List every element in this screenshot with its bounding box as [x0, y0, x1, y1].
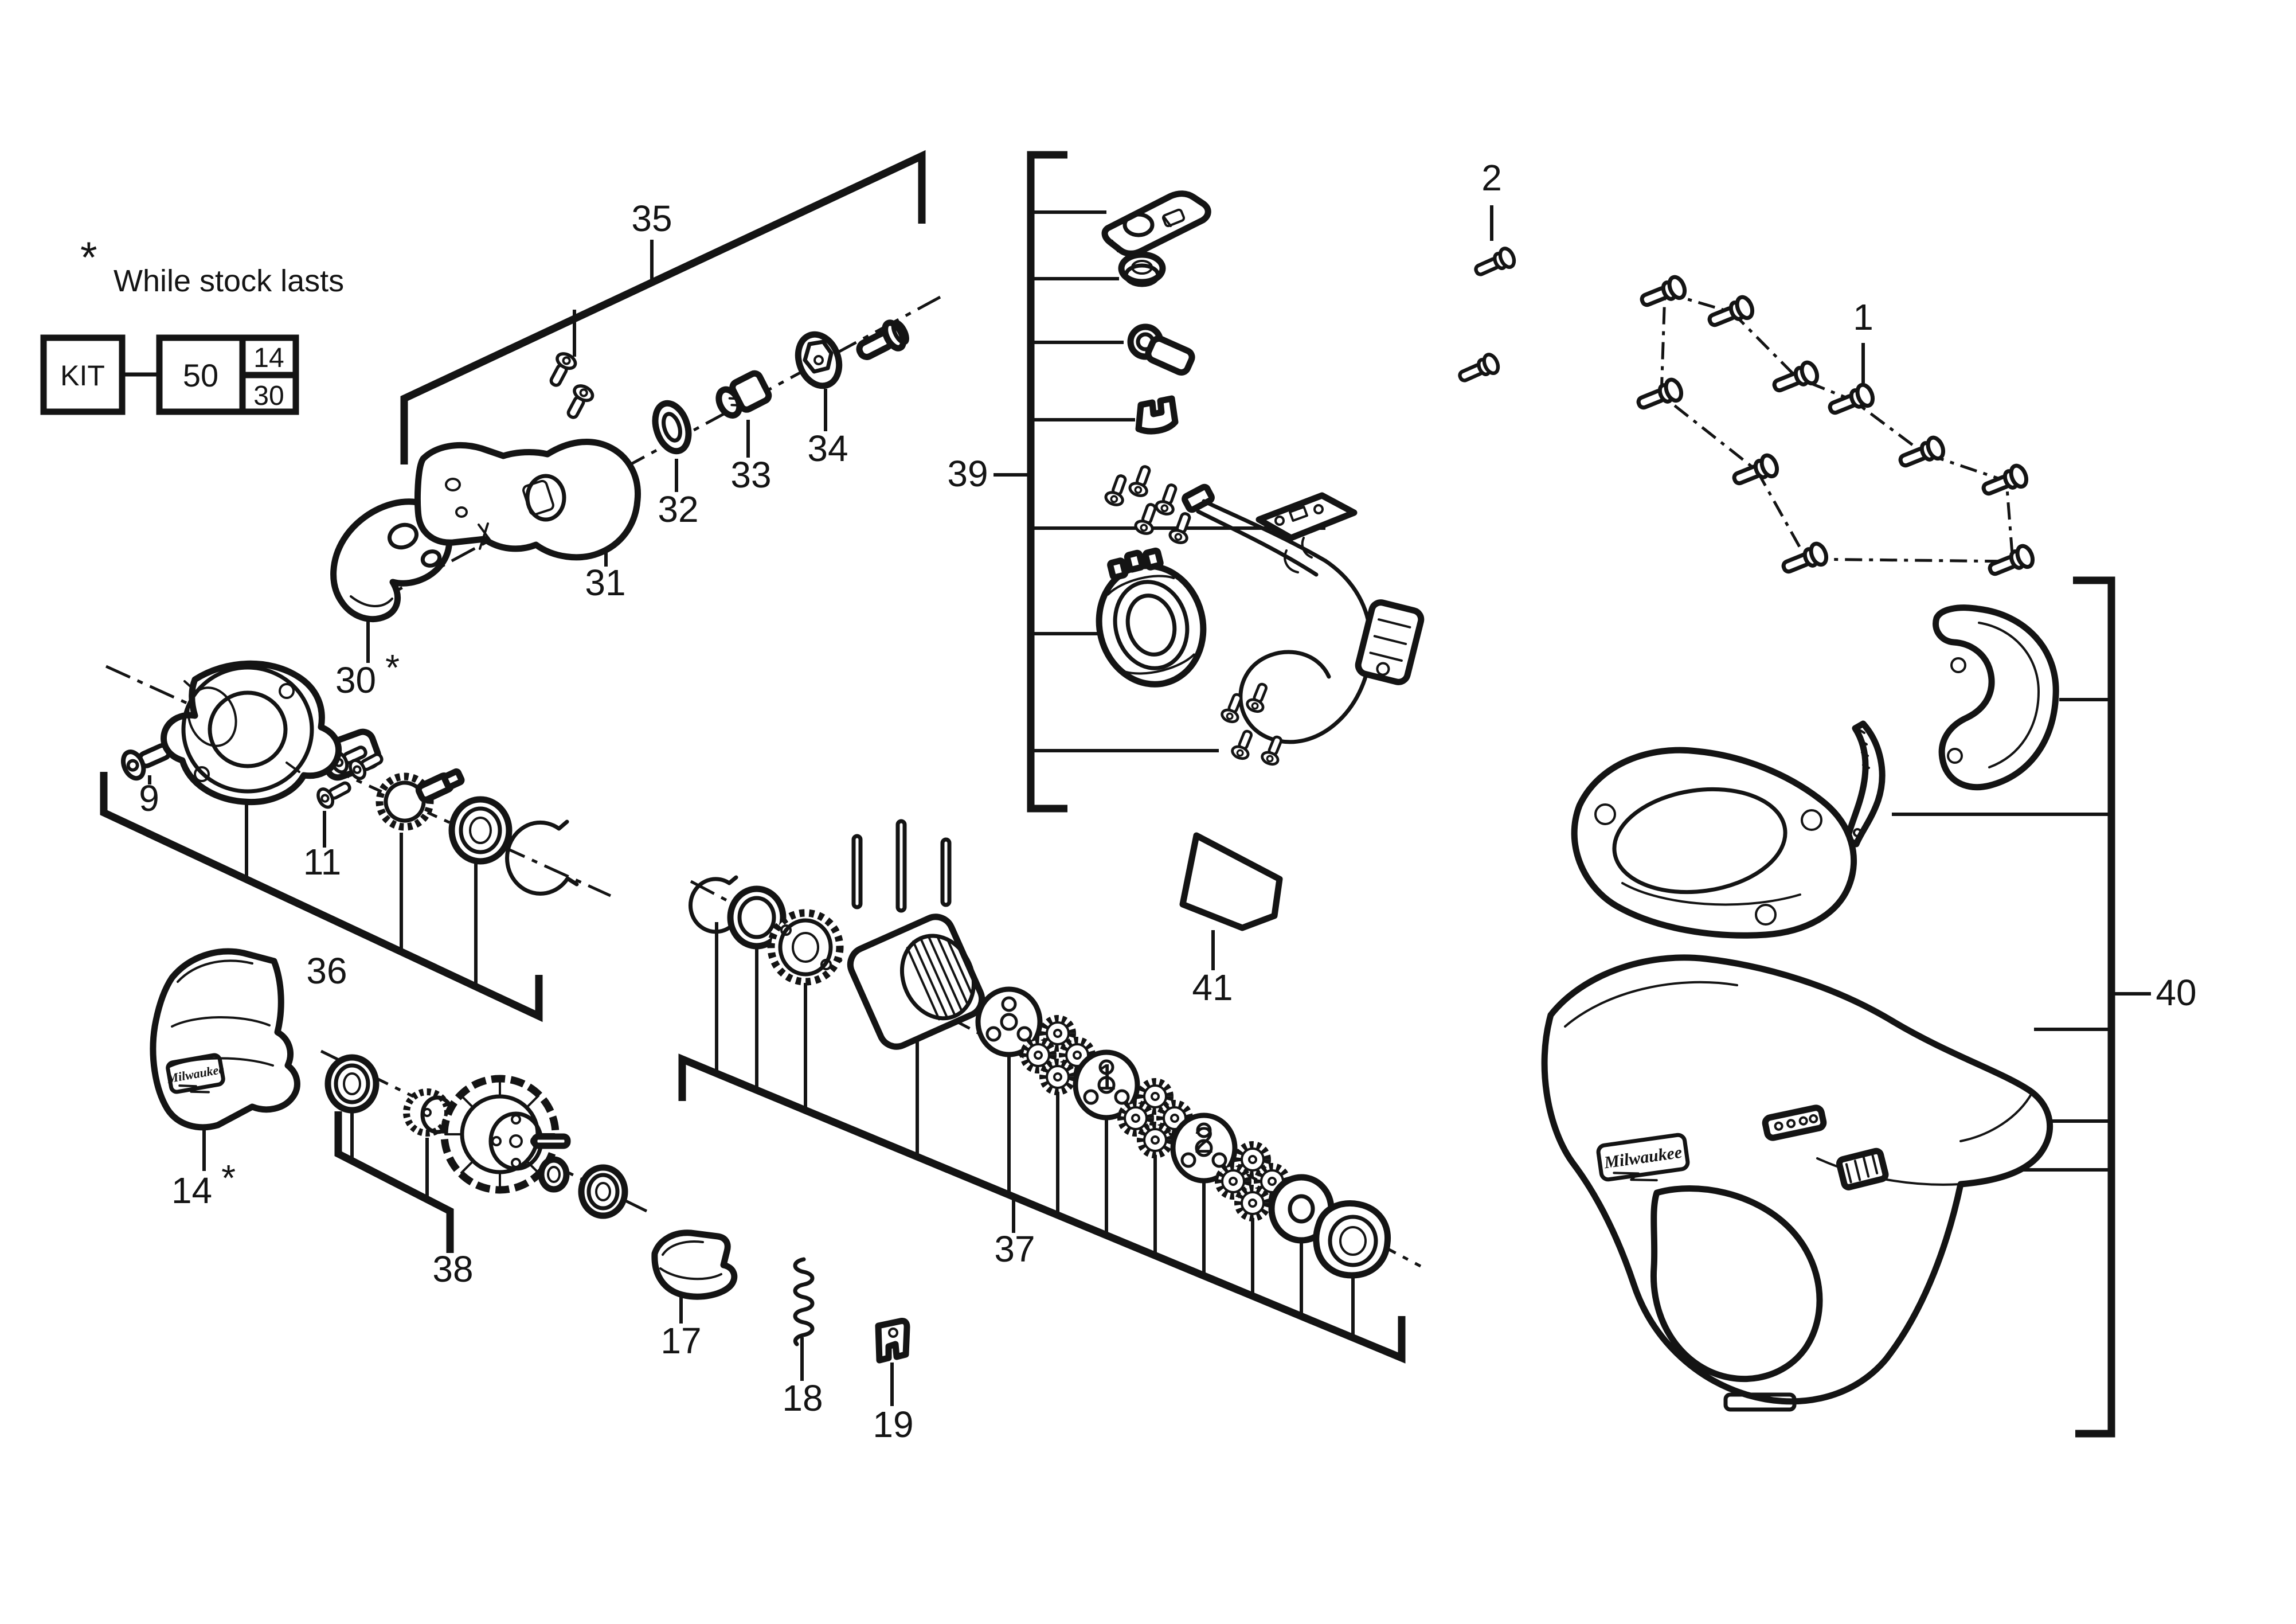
- part-41-label-sticker: [1179, 832, 1283, 931]
- part-label-36: 36: [306, 950, 347, 991]
- part-39-switch-plate: [1101, 190, 1211, 257]
- part-label-1: 1: [1853, 296, 1873, 338]
- part-label-38: 38: [432, 1248, 473, 1290]
- part-label-41: 41: [1192, 967, 1233, 1008]
- stock-note-text: While stock lasts: [114, 264, 344, 298]
- kit-diagram: KIT 50 14 30: [40, 334, 299, 415]
- part-label-31: 31: [585, 562, 625, 603]
- bracket-38: [334, 1110, 454, 1253]
- part-32-washer: [652, 400, 692, 455]
- part-38-bearing-front: [324, 1054, 380, 1114]
- kit-main-number: 50: [183, 357, 218, 393]
- part-36-bevel-gear: [376, 768, 465, 831]
- part-30-blade: [330, 498, 453, 623]
- part-17-battery-latch: [651, 1229, 738, 1300]
- part-40-front-housing: Milwaukee: [1541, 954, 2054, 1412]
- part-label-33: 33: [730, 454, 771, 495]
- kit-member-1: 14: [253, 343, 284, 373]
- part-36-bearing: [448, 796, 513, 865]
- part-39-button: [1118, 251, 1166, 287]
- part-19-clip: [875, 1318, 910, 1364]
- part-37-gearbox: [689, 819, 1391, 1279]
- part-label-carrier-1: 1: [1096, 1056, 1117, 1098]
- kit-main-box: [156, 334, 246, 415]
- part-38-bearing-rear: [578, 1164, 628, 1219]
- part-39-contact-clip: [1135, 395, 1179, 435]
- stock-note: * While stock lasts: [80, 233, 344, 298]
- part-18-spring: [793, 1257, 815, 1346]
- part-38-spacer: [538, 1156, 570, 1193]
- part-label-35: 35: [631, 198, 672, 239]
- part-label-18: 18: [782, 1377, 823, 1419]
- part-37-spline-sleeve: [847, 914, 985, 1050]
- kit-member-2: 30: [253, 381, 284, 411]
- part-31-gear-blade: [414, 438, 641, 561]
- part-39-wiring-assembly: [1182, 483, 1425, 744]
- part-label-34: 34: [807, 428, 848, 469]
- part-34-nut-washer: [795, 331, 843, 389]
- part-36-gearcase: [161, 660, 342, 806]
- part-label-37: 37: [994, 1228, 1035, 1270]
- part-label-17: 17: [660, 1320, 701, 1361]
- kit-member-box-2: [239, 372, 299, 415]
- bracket-36: [100, 772, 543, 1022]
- part-1-screw-set: [1635, 275, 2036, 580]
- part-40-connector: [1836, 1147, 1889, 1190]
- part-40-gearcase-cover: [1933, 604, 2059, 791]
- part-40-link: [1844, 720, 1886, 848]
- part-label-40: 40: [2156, 972, 2196, 1013]
- part-label-2: 2: [1481, 157, 1502, 198]
- part-33-adjust-bolt: [715, 370, 772, 419]
- kit-label: KIT: [60, 360, 105, 392]
- part-label-32: 32: [658, 489, 698, 530]
- part-36-c-clip: [505, 819, 579, 896]
- part-40-rear-housing: [1571, 747, 1857, 939]
- part-label-9: 9: [139, 778, 159, 819]
- part-38-rotor: [440, 1075, 571, 1194]
- part-35-pivot-pin: [856, 319, 909, 360]
- bracket-37: [678, 922, 1406, 1364]
- part-label-19: 19: [873, 1404, 913, 1445]
- part-number-labels: 1291114*17181930*31323334353637383940411…: [139, 157, 2196, 1445]
- part-14-motor-cover: Milwaukee: [150, 948, 300, 1131]
- stock-note-asterisk: *: [80, 233, 97, 282]
- part-39-stator: [1096, 547, 1207, 688]
- part-label-carrier-2: 2: [1194, 1119, 1214, 1161]
- part-39-lever: [1127, 323, 1195, 376]
- bracket-35: [400, 150, 926, 464]
- part-label-11: 11: [303, 841, 341, 883]
- part-label-39: 39: [947, 453, 988, 494]
- part-40-contact-strip: [1762, 1104, 1827, 1141]
- part-37-pins: [851, 819, 952, 913]
